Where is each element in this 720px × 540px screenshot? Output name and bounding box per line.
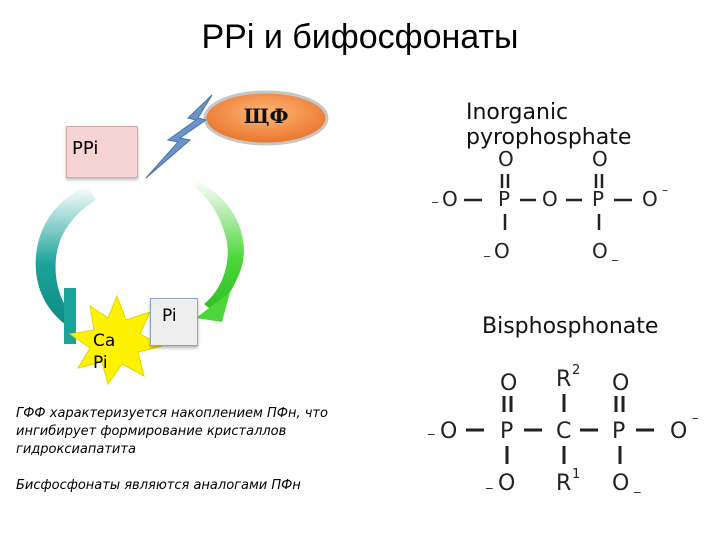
green-arrow-head — [196, 292, 230, 322]
ppi-minus-left: _ — [431, 189, 439, 203]
ca-pi-star — [68, 294, 164, 386]
ppi-box — [66, 126, 138, 178]
ppi-o-right: O — [642, 187, 658, 211]
green-arrow — [196, 180, 244, 312]
bp-r1-sup: 1 — [572, 467, 580, 482]
bp-c: C — [556, 419, 571, 444]
bp-p-1: P — [500, 419, 513, 444]
ppi-o-upper-1: O — [498, 147, 514, 171]
bp-o-left: O — [440, 419, 457, 444]
bisphosphonate-structure: O R 2 O _ O P C P O – _ O R 1 O _ — [427, 363, 699, 496]
pi-text: Pi — [93, 353, 108, 373]
ppi-minus-lower-2: _ — [611, 247, 619, 261]
teal-arrow — [35, 186, 96, 328]
bp-r2-sup: 2 — [572, 363, 580, 378]
bp-r2: R — [556, 367, 571, 392]
page-title: PPi и бифосфонаты — [201, 18, 519, 56]
bp-minus-lower-1: _ — [485, 475, 493, 490]
ppi-label: PPi — [72, 138, 99, 159]
bp-o-right: O — [670, 419, 687, 444]
pyrophosphate-structure: O O _ O P O P O – _ O O _ — [431, 147, 668, 263]
alp-label: ЩФ — [243, 104, 289, 128]
cycle-diagram — [35, 90, 329, 386]
ppi-p-2: P — [592, 187, 604, 211]
chemical-structures: O O _ O P O P O – _ O O _ O R 2 O — [427, 147, 699, 496]
ppi-p-1: P — [498, 187, 510, 211]
ppi-o-bridge: O — [542, 187, 558, 211]
ppi-minus-right: – — [662, 183, 668, 197]
description-bisphosphonates: Бисфосфонаты являются аналогами ПФн — [16, 478, 301, 493]
pi-box — [150, 298, 198, 346]
ca-pi-label: Ca Pi — [93, 330, 115, 374]
pyrophosphate-heading: Inorganic pyrophosphate — [466, 100, 632, 150]
ppi-o-lower-2: O — [592, 239, 608, 263]
alp-enzyme-ellipse — [203, 90, 329, 146]
pi-label: Pi — [162, 306, 177, 326]
bp-p-2: P — [612, 419, 625, 444]
ppi-o-left: O — [442, 187, 458, 211]
ppi-o-lower-1: O — [494, 239, 510, 263]
ppi-minus-lower-1: _ — [483, 243, 491, 257]
bp-minus-lower-2: _ — [633, 479, 641, 494]
bp-minus-left: _ — [427, 421, 435, 436]
bp-o-upper-2: O — [612, 371, 629, 396]
bp-o-upper-1: O — [500, 371, 517, 396]
bisphosphonate-heading: Bisphosphonate — [482, 314, 659, 339]
ppi-o-upper-2: O — [592, 147, 608, 171]
description-hpp: ГФФ характеризуется накоплением ПФн, что… — [16, 406, 328, 457]
teal-arrow-head — [64, 288, 76, 344]
bp-minus-right: – — [692, 411, 699, 426]
ca-text: Ca — [93, 331, 116, 351]
bp-r1: R — [556, 471, 571, 496]
bp-o-lower-1: O — [498, 471, 515, 496]
bp-o-lower-2: O — [612, 471, 629, 496]
lightning-icon — [145, 94, 213, 179]
